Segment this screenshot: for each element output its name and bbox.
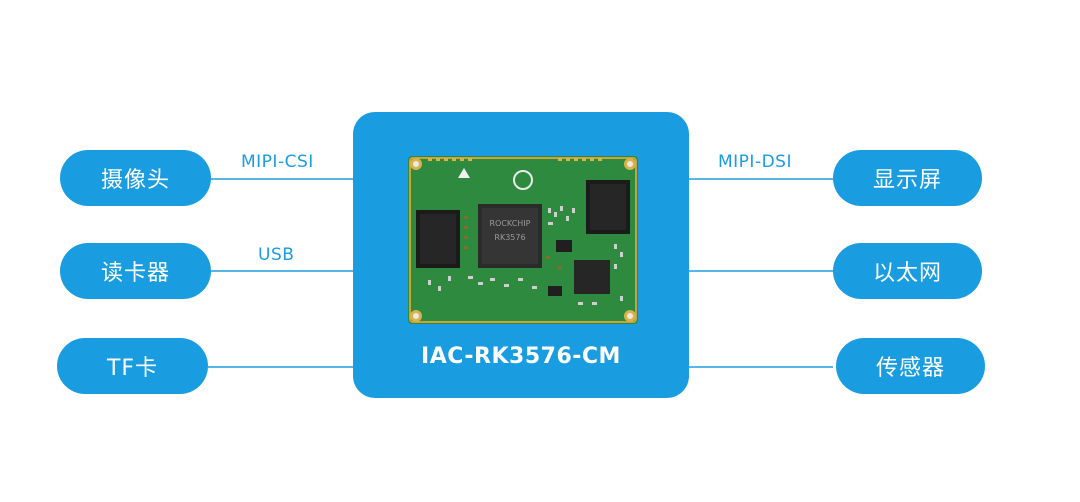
line-display bbox=[689, 178, 833, 180]
soc-brand-text: ROCKCHIP bbox=[489, 219, 530, 228]
module-name: IAC-RK3576-CM bbox=[421, 344, 621, 369]
line-card-reader bbox=[211, 270, 353, 272]
pcb-board-image: ROCKCHIP RK3576 bbox=[408, 156, 638, 324]
label-mipi-dsi: MIPI-DSI bbox=[718, 152, 792, 172]
peripheral-tf-card: TF卡 bbox=[57, 338, 208, 394]
line-sensor bbox=[689, 366, 833, 368]
label-usb: USB bbox=[258, 245, 295, 265]
peripheral-card-reader: 读卡器 bbox=[60, 243, 211, 299]
peripheral-display: 显示屏 bbox=[833, 150, 982, 206]
peripheral-display-label: 显示屏 bbox=[872, 168, 942, 193]
peripheral-tf-card-label: TF卡 bbox=[106, 356, 159, 381]
peripheral-camera-label: 摄像头 bbox=[100, 168, 170, 193]
soc-model-text: RK3576 bbox=[494, 233, 525, 242]
label-mipi-csi: MIPI-CSI bbox=[241, 152, 314, 172]
peripheral-sensor: 传感器 bbox=[836, 338, 985, 394]
peripheral-camera: 摄像头 bbox=[60, 150, 211, 206]
peripheral-ethernet-label: 以太网 bbox=[872, 261, 942, 286]
peripheral-card-reader-label: 读卡器 bbox=[100, 261, 170, 286]
line-ethernet bbox=[689, 270, 833, 272]
peripheral-sensor-label: 传感器 bbox=[875, 356, 945, 381]
peripheral-ethernet: 以太网 bbox=[833, 243, 982, 299]
line-tf-card bbox=[208, 366, 353, 368]
core-module-box: ROCKCHIP RK3576 IAC-RK3576-CM bbox=[353, 112, 689, 398]
line-camera bbox=[211, 178, 353, 180]
